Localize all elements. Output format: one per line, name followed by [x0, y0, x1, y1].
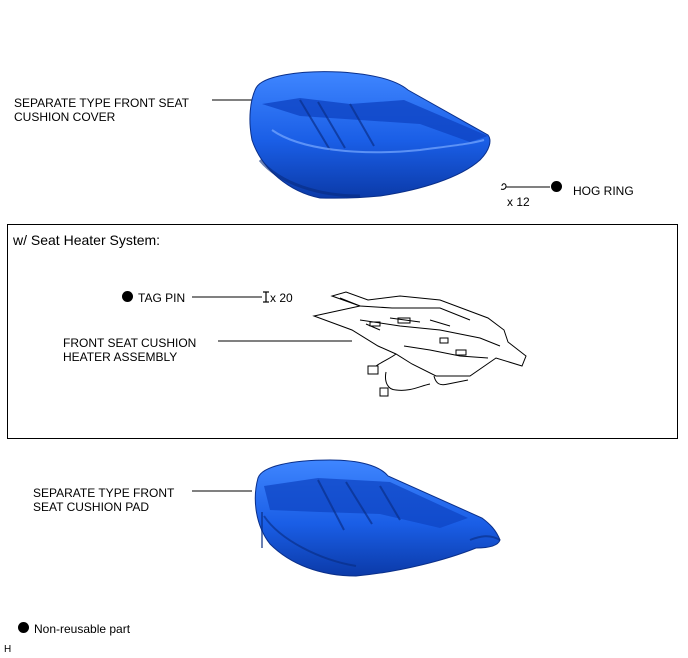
pad-label-line1: SEPARATE TYPE FRONT — [33, 486, 175, 500]
hog-ring-qty: x 12 — [507, 195, 530, 209]
heater-label-line2: HEATER ASSEMBLY — [63, 350, 178, 364]
tag-pin-label: TAG PIN — [138, 291, 186, 305]
legend-dot-icon — [18, 622, 29, 633]
hog-ring-label: HOG RING — [573, 184, 634, 198]
figure-code: H — [4, 644, 12, 655]
hog-ring-symbol — [500, 183, 550, 190]
seat-cushion-cover-illustration — [249, 71, 491, 199]
cover-label-line1: SEPARATE TYPE FRONT SEAT — [14, 96, 189, 110]
non-reusable-dot-icon — [551, 181, 562, 192]
heater-label-line1: FRONT SEAT CUSHION — [63, 336, 197, 350]
tag-pin-qty: x 20 — [270, 291, 293, 305]
non-reusable-dot-icon — [122, 291, 133, 302]
seat-heater-system-title: w/ Seat Heater System: — [13, 232, 161, 248]
pad-label-line2: SEAT CUSHION PAD — [33, 500, 150, 514]
tag-pin-symbol — [263, 291, 269, 303]
cover-label-line2: CUSHION COVER — [14, 110, 116, 124]
seat-heater-system-box: w/ Seat Heater System: — [7, 224, 678, 439]
seat-cushion-pad-illustration — [254, 459, 501, 577]
legend-non-reusable-label: Non-reusable part — [34, 622, 131, 636]
heater-assembly-illustration — [312, 291, 527, 397]
